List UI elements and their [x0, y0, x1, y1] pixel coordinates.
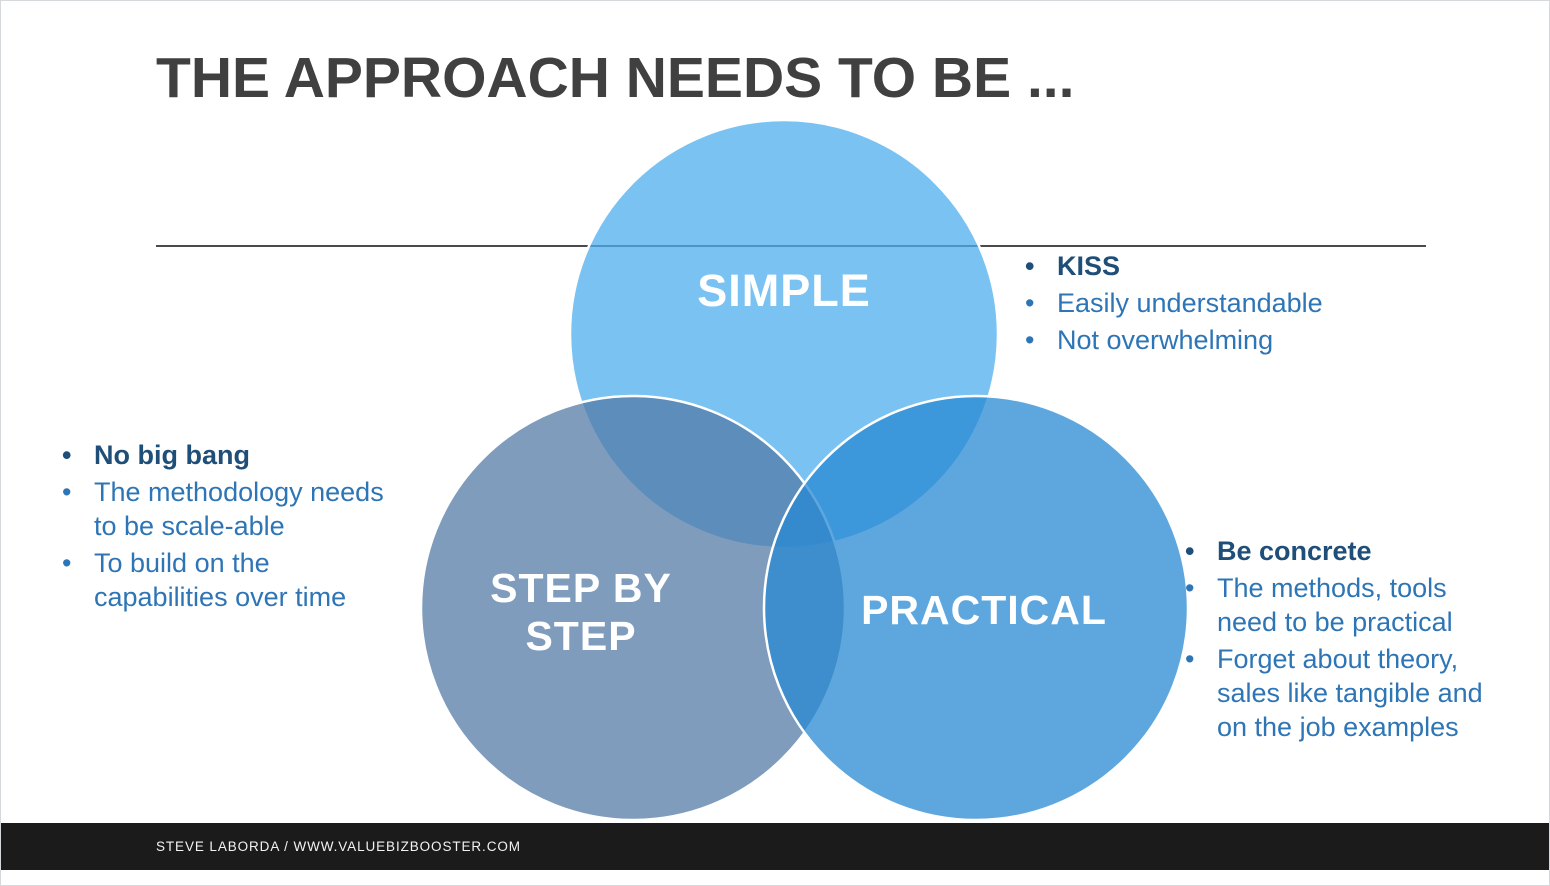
practical-bullet-list: Be concrete The methods, tools need to b…: [1179, 534, 1497, 747]
footer-bar: STEVE LABORDA / WWW.VALUEBIZBOOSTER.COM: [1, 823, 1549, 870]
label-step-by-step: STEP BY STEP: [490, 565, 672, 660]
list-item: The methodology needs to be scale-able: [56, 475, 404, 543]
label-simple: SIMPLE: [697, 265, 871, 316]
list-item: Easily understandable: [1019, 286, 1419, 320]
list-item: The methods, tools need to be practical: [1179, 571, 1497, 639]
page-title: THE APPROACH NEEDS TO BE ...: [156, 46, 1075, 110]
step-by-step-bullet-list: No big bang The methodology needs to be …: [56, 438, 404, 617]
simple-bullet-list: KISS Easily understandable Not overwhelm…: [1019, 249, 1419, 360]
list-item: KISS: [1019, 249, 1419, 283]
list-item: Not overwhelming: [1019, 323, 1419, 357]
list-item: Be concrete: [1179, 534, 1497, 568]
footer-credit: STEVE LABORDA / WWW.VALUEBIZBOOSTER.COM: [156, 839, 521, 854]
list-item: Forget about theory, sales like tangible…: [1179, 642, 1497, 744]
list-item: To build on the capabilities over time: [56, 546, 404, 614]
label-practical: PRACTICAL: [861, 587, 1107, 633]
list-item: No big bang: [56, 438, 404, 472]
